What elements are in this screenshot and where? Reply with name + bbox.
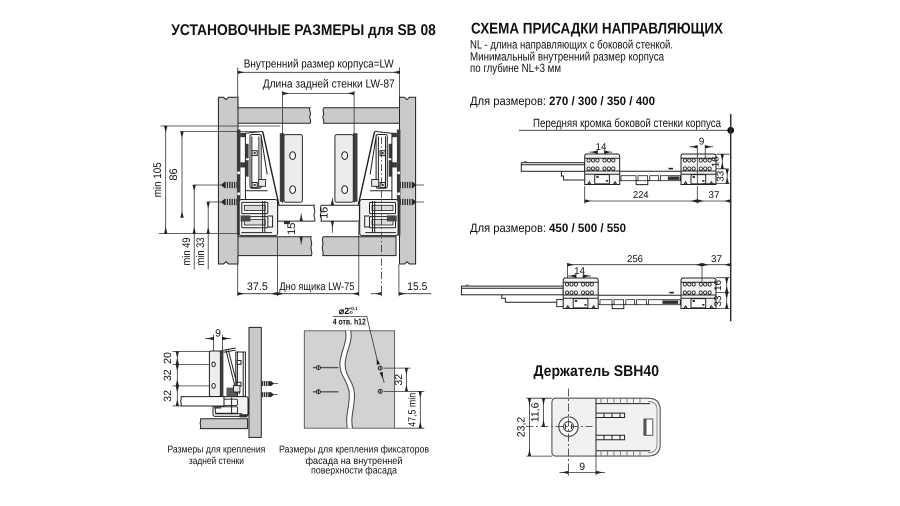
- svg-text:Минимальный внутренний размер: Минимальный внутренний размер корпуса: [470, 49, 664, 63]
- svg-text:32: 32: [393, 374, 405, 386]
- svg-text:15.5: 15.5: [407, 281, 427, 293]
- svg-text:⌀2: ⌀2: [339, 306, 349, 316]
- svg-text:9: 9: [579, 461, 585, 473]
- svg-text:47,5 min: 47,5 min: [406, 393, 418, 427]
- svg-text:Внутренний размер корпуса=LW: Внутренний размер корпуса=LW: [244, 57, 394, 70]
- svg-text:min 49: min 49: [181, 238, 193, 266]
- svg-text:задней стенки: задней стенки: [189, 456, 244, 467]
- svg-text:224: 224: [633, 190, 649, 201]
- svg-text:9: 9: [699, 137, 704, 148]
- svg-text:по глубине NL+3 мм: по глубине NL+3 мм: [470, 61, 561, 75]
- svg-text:37: 37: [711, 254, 722, 265]
- svg-text:Передняя кромка боковой стенки: Передняя кромка боковой стенки корпуса: [533, 116, 721, 130]
- svg-text:min 105: min 105: [152, 162, 164, 197]
- svg-text:14: 14: [596, 142, 607, 153]
- svg-text:-0: -0: [349, 310, 354, 315]
- svg-text:16: 16: [318, 207, 330, 219]
- svg-text:9: 9: [215, 328, 221, 340]
- svg-text:256: 256: [627, 254, 644, 265]
- svg-text:Размеры для крепления фиксатор: Размеры для крепления фиксаторов: [279, 444, 429, 455]
- svg-text:450 / 500 / 550: 450 / 500 / 550: [549, 221, 626, 235]
- svg-text:СХЕМА ПРИСАДКИ НАПРАВЛЯЮЩИХ: СХЕМА ПРИСАДКИ НАПРАВЛЯЮЩИХ: [471, 20, 724, 37]
- svg-text:Для размеров:: Для размеров:: [470, 221, 546, 235]
- svg-text:32: 32: [162, 390, 174, 402]
- svg-text:14: 14: [574, 266, 585, 277]
- svg-text:16: 16: [711, 156, 722, 167]
- svg-text:23,2: 23,2: [516, 417, 528, 438]
- svg-text:11,6: 11,6: [530, 402, 542, 422]
- svg-text:86: 86: [168, 168, 180, 180]
- svg-text:+0,1: +0,1: [349, 306, 359, 311]
- svg-text:16: 16: [713, 279, 724, 290]
- svg-text:4 отв. h12: 4 отв. h12: [333, 317, 366, 327]
- svg-text:Дно ящика LW-75: Дно ящика LW-75: [279, 281, 354, 293]
- svg-text:поверхности фасада: поверхности фасада: [311, 465, 397, 476]
- svg-text:УСТАНОВОЧНЫЕ РАЗМЕРЫ для SB 08: УСТАНОВОЧНЫЕ РАЗМЕРЫ для SB 08: [171, 22, 436, 39]
- svg-text:min 33: min 33: [195, 238, 207, 266]
- svg-text:Размеры для крепления: Размеры для крепления: [167, 444, 265, 455]
- svg-text:270 / 300 / 350 / 400: 270 / 300 / 350 / 400: [549, 94, 655, 108]
- svg-text:Держатель SBH40: Держатель SBH40: [534, 363, 660, 380]
- svg-text:37: 37: [709, 190, 720, 201]
- svg-text:фасада на внутренней: фасада на внутренней: [306, 456, 403, 467]
- svg-text:33: 33: [713, 295, 724, 306]
- svg-text:15: 15: [286, 223, 298, 235]
- svg-text:37.5: 37.5: [247, 281, 268, 293]
- svg-text:NL - длина направляющих с боко: NL - длина направляющих с боковой стенко…: [470, 38, 673, 52]
- svg-text:20: 20: [162, 352, 174, 364]
- svg-text:Длина задней стенки LW-87: Длина задней стенки LW-87: [263, 78, 395, 91]
- svg-text:Для размеров:: Для размеров:: [470, 94, 546, 108]
- svg-text:33: 33: [716, 170, 727, 181]
- svg-text:32: 32: [162, 369, 174, 381]
